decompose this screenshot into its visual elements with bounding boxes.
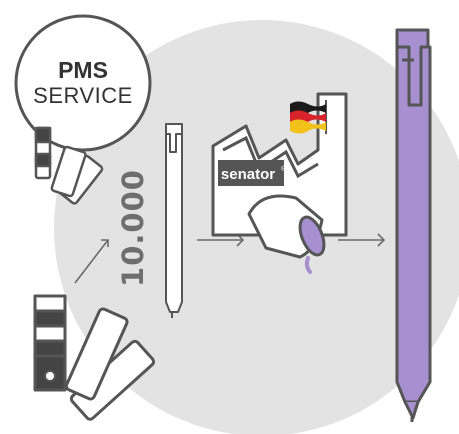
service-label: SERVICE (33, 83, 133, 108)
arrow-icon-3 (338, 233, 386, 247)
brand-label: senator (221, 166, 275, 183)
pms-label: PMS (58, 57, 108, 83)
white-pen-icon (165, 123, 183, 318)
small-color-swatch-fan-icon (34, 126, 104, 205)
purple-pen-icon (395, 28, 432, 422)
color-swatch-fan-icon (33, 294, 156, 421)
germany-flag-icon (290, 100, 327, 134)
quantity-label: 10.000 (116, 169, 150, 287)
arrow-icon-1 (74, 239, 109, 284)
registered-mark: ® (281, 165, 287, 173)
paint-bucket-icon (247, 194, 326, 274)
senator-logo-plate (218, 160, 284, 186)
pms-service-badge: PMS SERVICE (14, 14, 152, 205)
